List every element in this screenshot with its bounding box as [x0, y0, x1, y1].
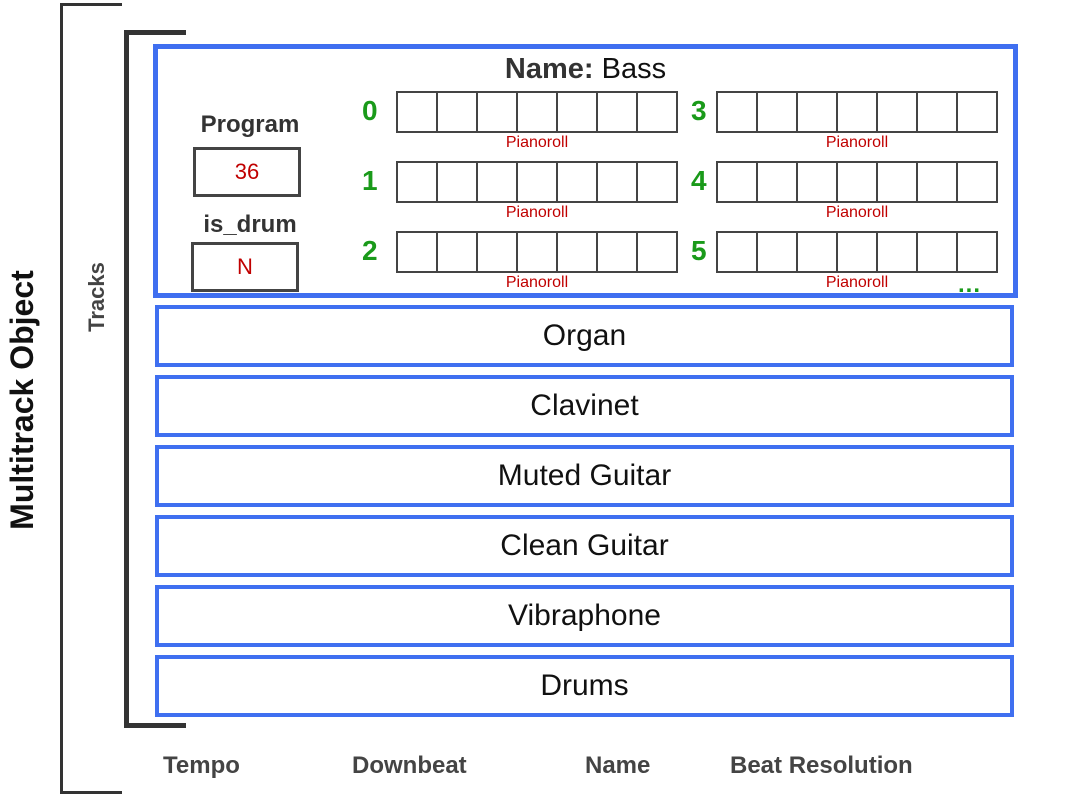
tracks-bracket	[124, 30, 129, 728]
is-drum-label: is_drum	[203, 211, 297, 238]
multitrack-bracket	[60, 3, 63, 794]
pianoroll-caption: Pianoroll	[505, 204, 569, 221]
pianoroll[interactable]	[396, 91, 678, 133]
track-vibraphone[interactable]: Vibraphone	[155, 585, 1014, 647]
attr-downbeat: Downbeat	[352, 752, 467, 779]
multitrack-bracket-top	[60, 3, 122, 6]
pianoroll-index: 2	[362, 235, 378, 266]
pianoroll[interactable]	[716, 91, 998, 133]
pianoroll[interactable]	[716, 161, 998, 203]
multitrack-bracket-bottom	[60, 791, 122, 794]
pianoroll-caption: Pianoroll	[825, 274, 889, 291]
pianoroll-caption: Pianoroll	[505, 134, 569, 151]
track-drums[interactable]: Drums	[155, 655, 1014, 717]
name-value: Bass	[601, 53, 667, 85]
tracks-label: Tracks	[84, 262, 109, 332]
name-key: Name:	[504, 53, 594, 85]
tracks-bracket-top	[124, 30, 186, 35]
track-clavinet[interactable]: Clavinet	[155, 375, 1014, 437]
pianoroll-index: 4	[691, 165, 707, 196]
pianoroll[interactable]	[396, 231, 678, 273]
pianoroll-index: 1	[362, 165, 378, 196]
tracks-bracket-bottom	[124, 723, 186, 728]
track-bass[interactable]: Name: Bass Program 36 is_drum N 0 Pianor…	[153, 44, 1018, 298]
pianoroll-caption: Pianoroll	[505, 274, 569, 291]
pianoroll[interactable]	[396, 161, 678, 203]
attr-beat-resolution: Beat Resolution	[730, 752, 913, 779]
pianoroll[interactable]	[716, 231, 998, 273]
more-pianorolls-ellipsis: ...	[958, 271, 982, 298]
program-label: Program	[200, 111, 300, 138]
pianoroll-caption: Pianoroll	[825, 134, 889, 151]
pianoroll-index: 0	[362, 95, 378, 126]
track-muted-guitar[interactable]: Muted Guitar	[155, 445, 1014, 507]
track-clean-guitar[interactable]: Clean Guitar	[155, 515, 1014, 577]
track-organ[interactable]: Organ	[155, 305, 1014, 367]
track-name: Name: Bass	[158, 53, 1013, 86]
pianoroll-index: 3	[691, 95, 707, 126]
attr-name: Name	[585, 752, 651, 779]
pianoroll-caption: Pianoroll	[825, 204, 889, 221]
pianoroll-index: 5	[691, 235, 707, 266]
program-field[interactable]: 36	[193, 147, 301, 197]
attr-tempo: Tempo	[163, 752, 240, 779]
is-drum-field[interactable]: N	[191, 242, 299, 292]
multitrack-label: Multitrack Object	[4, 270, 40, 530]
